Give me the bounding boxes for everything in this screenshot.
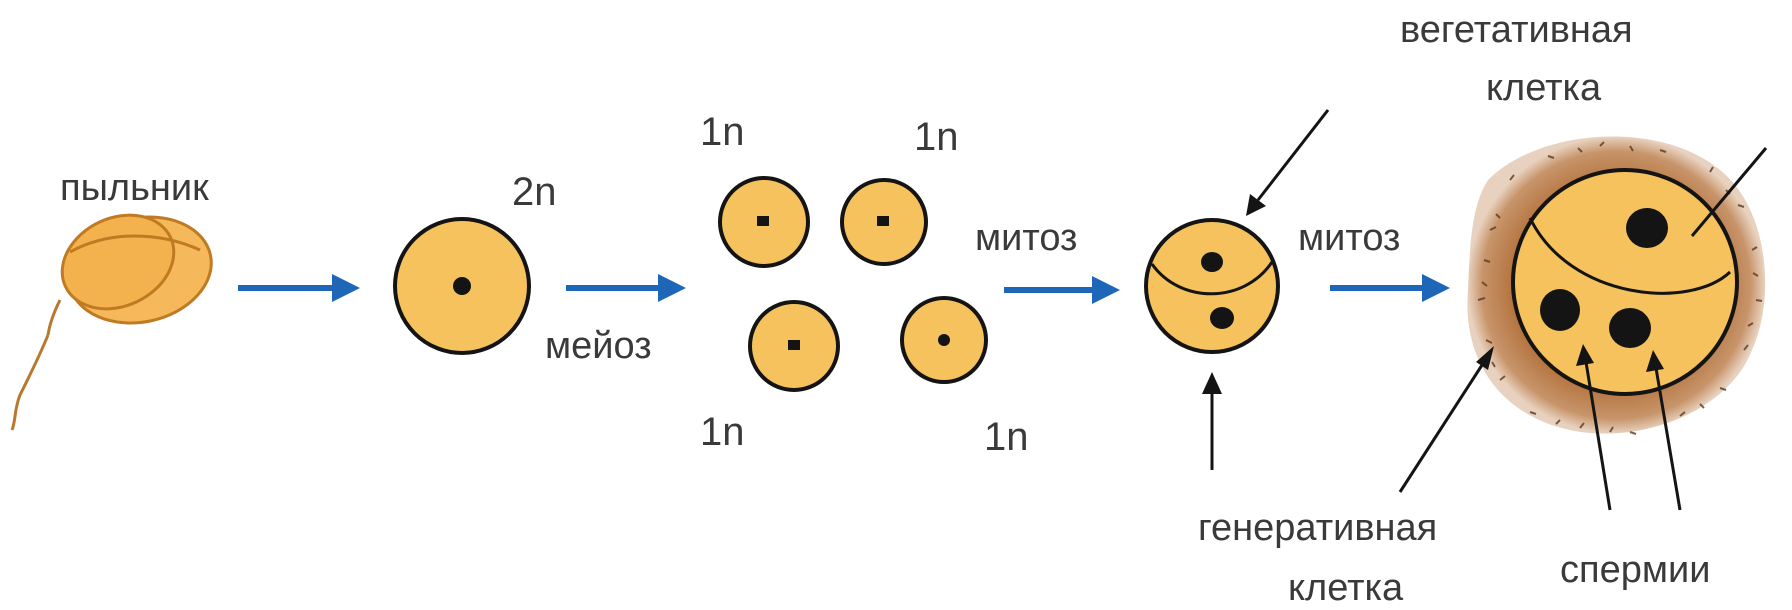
arrow-meiosis-icon <box>566 274 686 302</box>
haploid-cell-top-right <box>840 178 928 266</box>
vegetative-cell-label-line2: клетка <box>1486 67 1602 109</box>
vegetative-cell-label-line1: вегетативная <box>1400 9 1633 51</box>
arrow-1-icon <box>238 274 360 302</box>
diploid-cell <box>393 217 531 355</box>
mitosis-label-2: митоз <box>1298 217 1400 259</box>
arrow-mitosis-1-icon <box>1004 276 1120 304</box>
anther-icon <box>10 213 213 431</box>
mature-pollen-grain <box>1467 136 1766 435</box>
diploid-label: 2n <box>512 170 557 214</box>
arrow-mitosis-2-icon <box>1330 274 1450 302</box>
haploid-cell-bottom-right <box>900 296 988 384</box>
generative-cell-pointer-icon <box>1398 346 1494 493</box>
sperm-pointer-1-icon <box>1576 344 1612 511</box>
bicellular-pollen <box>1144 218 1280 354</box>
generative-cell-label-line1: генеративная <box>1198 507 1437 549</box>
vegetative-cell-pointer-icon <box>1690 147 1768 237</box>
haploid-label-top-left: 1n <box>700 110 745 154</box>
generative-cell-label-line2: клетка <box>1288 567 1404 609</box>
haploid-label-top-right: 1n <box>914 115 959 159</box>
mitosis-label-1: митоз <box>975 217 1077 259</box>
haploid-cell-bottom-left <box>748 300 840 392</box>
haploid-cell-top-left <box>718 176 810 268</box>
sperm-label: спермии <box>1560 549 1710 591</box>
anther-label: пыльник <box>60 167 209 209</box>
meiosis-label: мейоз <box>545 325 652 367</box>
haploid-label-bottom-right: 1n <box>984 415 1029 459</box>
generative-pointer-icon <box>1202 372 1222 470</box>
haploid-label-bottom-left: 1n <box>700 410 745 454</box>
vegetative-pointer-icon <box>1246 109 1330 216</box>
sperm-pointer-2-icon <box>1646 350 1682 511</box>
